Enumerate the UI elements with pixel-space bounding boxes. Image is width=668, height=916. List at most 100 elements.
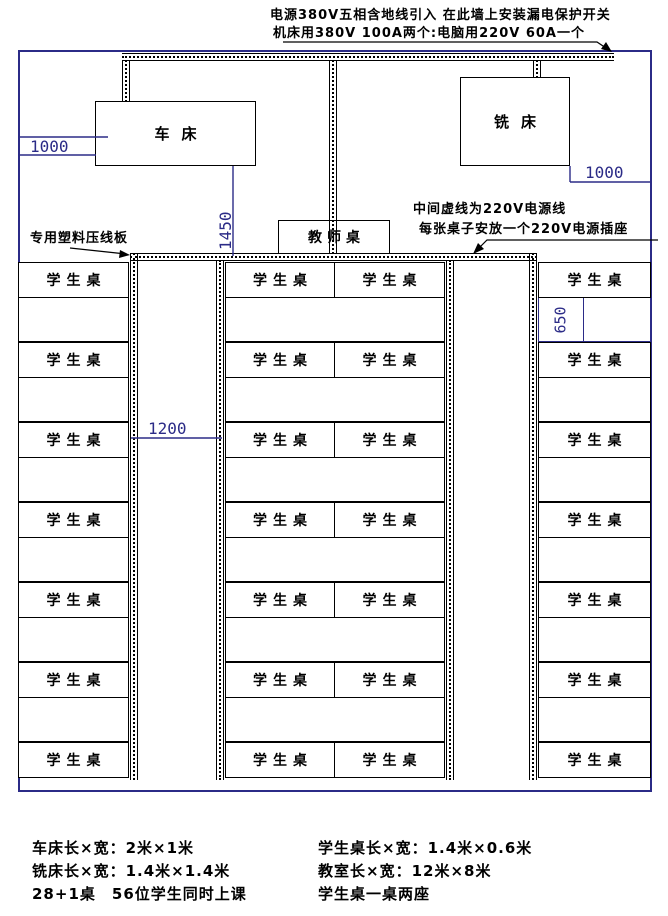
student-desk: 学生桌 <box>334 262 445 298</box>
student-desk: 学生桌 <box>225 342 335 378</box>
student-desk-label: 学生桌 <box>362 673 423 689</box>
desk-gap <box>225 377 445 422</box>
student-desk-label: 学生桌 <box>46 353 107 369</box>
student-desk: 学生桌 <box>18 342 129 378</box>
lathe-box: 车床 <box>95 101 256 166</box>
student-desk-label: 学生桌 <box>362 273 423 289</box>
student-desk: 学生桌 <box>334 502 445 538</box>
student-desk-label: 学生桌 <box>46 753 107 769</box>
student-desk-label: 学生桌 <box>253 593 313 609</box>
desk-gap <box>538 457 651 502</box>
student-desk: 学生桌 <box>225 502 335 538</box>
dim-1450: 1450 <box>216 211 235 250</box>
cable-board-note: 专用塑料压线板 <box>30 231 129 246</box>
desk-area-power-conduit <box>130 253 537 261</box>
power-supply-note-line2: 机床用380V 100A两个:电脑用220V 60A一个 <box>273 26 585 41</box>
student-desk: 学生桌 <box>334 342 445 378</box>
student-desk-label: 学生桌 <box>46 273 107 289</box>
desk-gap <box>18 617 129 662</box>
student-desk: 学生桌 <box>334 662 445 698</box>
student-desk-label: 学生桌 <box>362 593 423 609</box>
student-desk-label: 学生桌 <box>253 673 313 689</box>
dim-650: 650 <box>539 298 583 341</box>
student-desk: 学生桌 <box>334 582 445 618</box>
student-desk-label: 学生桌 <box>362 433 423 449</box>
student-desk: 学生桌 <box>18 422 129 458</box>
desk-gap <box>538 697 651 742</box>
student-desk-label: 学生桌 <box>46 593 107 609</box>
power-supply-note-line1: 电源380V五相含地线引入 在此墙上安装漏电保护开关 <box>270 8 611 23</box>
student-desk: 学生桌 <box>538 662 651 698</box>
student-desk-label: 学生桌 <box>567 433 628 449</box>
power-riser-col1 <box>130 253 138 780</box>
power-riser-col3 <box>446 260 454 780</box>
desk-gap <box>18 697 129 742</box>
student-desk-label: 学生桌 <box>567 593 628 609</box>
lathe-label: 车床 <box>154 125 209 143</box>
mill-box: 铣床 <box>460 77 570 166</box>
power-riser-col4 <box>529 253 537 780</box>
student-desk: 学生桌 <box>538 582 651 618</box>
spec-room-size: 教室长×宽：12米×8米 <box>318 862 492 880</box>
desk-gap <box>225 457 445 502</box>
spec-mill-size: 铣床长×宽：1.4米×1.4米 <box>32 862 231 880</box>
student-desk: 学生桌 <box>225 582 335 618</box>
teacher-desk-power-drop <box>329 60 337 254</box>
student-desk-label: 学生桌 <box>46 673 107 689</box>
desk-gap <box>18 377 129 422</box>
student-desk: 学生桌 <box>334 742 445 778</box>
conduit-dotted-line <box>532 253 534 780</box>
student-desk-label: 学生桌 <box>253 753 313 769</box>
student-desk: 学生桌 <box>18 742 129 778</box>
mill-power-drop <box>533 60 541 78</box>
mill-label: 铣床 <box>493 113 548 131</box>
student-desk: 学生桌 <box>334 422 445 458</box>
student-desk: 学生桌 <box>538 342 651 378</box>
student-desk: 学生桌 <box>225 262 335 298</box>
desk-gap <box>225 617 445 662</box>
power-line-note-2: 每张桌子安放一个220V电源插座 <box>419 222 629 237</box>
student-desk-label: 学生桌 <box>567 673 628 689</box>
student-desk: 学生桌 <box>538 262 651 298</box>
student-desk: 学生桌 <box>538 422 651 458</box>
student-desk-label: 学生桌 <box>362 353 423 369</box>
student-desk: 学生桌 <box>225 422 335 458</box>
student-desk-label: 学生桌 <box>253 513 313 529</box>
conduit-dotted-line <box>133 253 135 780</box>
student-desk-label: 学生桌 <box>253 273 313 289</box>
spec-desk-size: 学生桌长×宽：1.4米×0.6米 <box>318 839 533 857</box>
desk-gap <box>18 297 129 342</box>
conduit-dotted-line <box>219 260 221 780</box>
dim-1200: 1200 <box>148 419 187 438</box>
conduit-dotted-line <box>125 60 127 102</box>
student-desk: 学生桌 <box>18 502 129 538</box>
desk-gap <box>538 537 651 582</box>
dim-650-label: 650 <box>552 305 570 334</box>
student-desk: 学生桌 <box>18 262 129 298</box>
desk-gap <box>225 537 445 582</box>
student-desk-label: 学生桌 <box>253 353 313 369</box>
desk-gap <box>225 297 445 342</box>
student-desk-label: 学生桌 <box>253 433 313 449</box>
student-desk-label: 学生桌 <box>362 753 423 769</box>
student-desk: 学生桌 <box>18 662 129 698</box>
desk-gap <box>538 617 651 662</box>
spec-seats-per-desk: 学生桌一桌两座 <box>318 885 431 903</box>
student-desk: 学生桌 <box>538 742 651 778</box>
desk-gap <box>225 697 445 742</box>
student-desk-label: 学生桌 <box>362 513 423 529</box>
student-desk: 学生桌 <box>225 662 335 698</box>
student-desk: 学生桌 <box>538 502 651 538</box>
power-line-note-1: 中间虚线为220V电源线 <box>413 202 567 217</box>
leader-top-note <box>283 41 610 51</box>
desk-gap <box>18 457 129 502</box>
desk-gap <box>18 537 129 582</box>
student-desk-label: 学生桌 <box>567 753 628 769</box>
student-desk-label: 学生桌 <box>46 433 107 449</box>
conduit-dotted-line <box>449 260 451 780</box>
spec-lathe-size: 车床长×宽：2米×1米 <box>32 839 195 857</box>
conduit-dotted-line <box>536 60 538 78</box>
dim-left-1000: 1000 <box>30 137 69 156</box>
power-riser-col2 <box>216 260 224 780</box>
student-desk: 学生桌 <box>225 742 335 778</box>
